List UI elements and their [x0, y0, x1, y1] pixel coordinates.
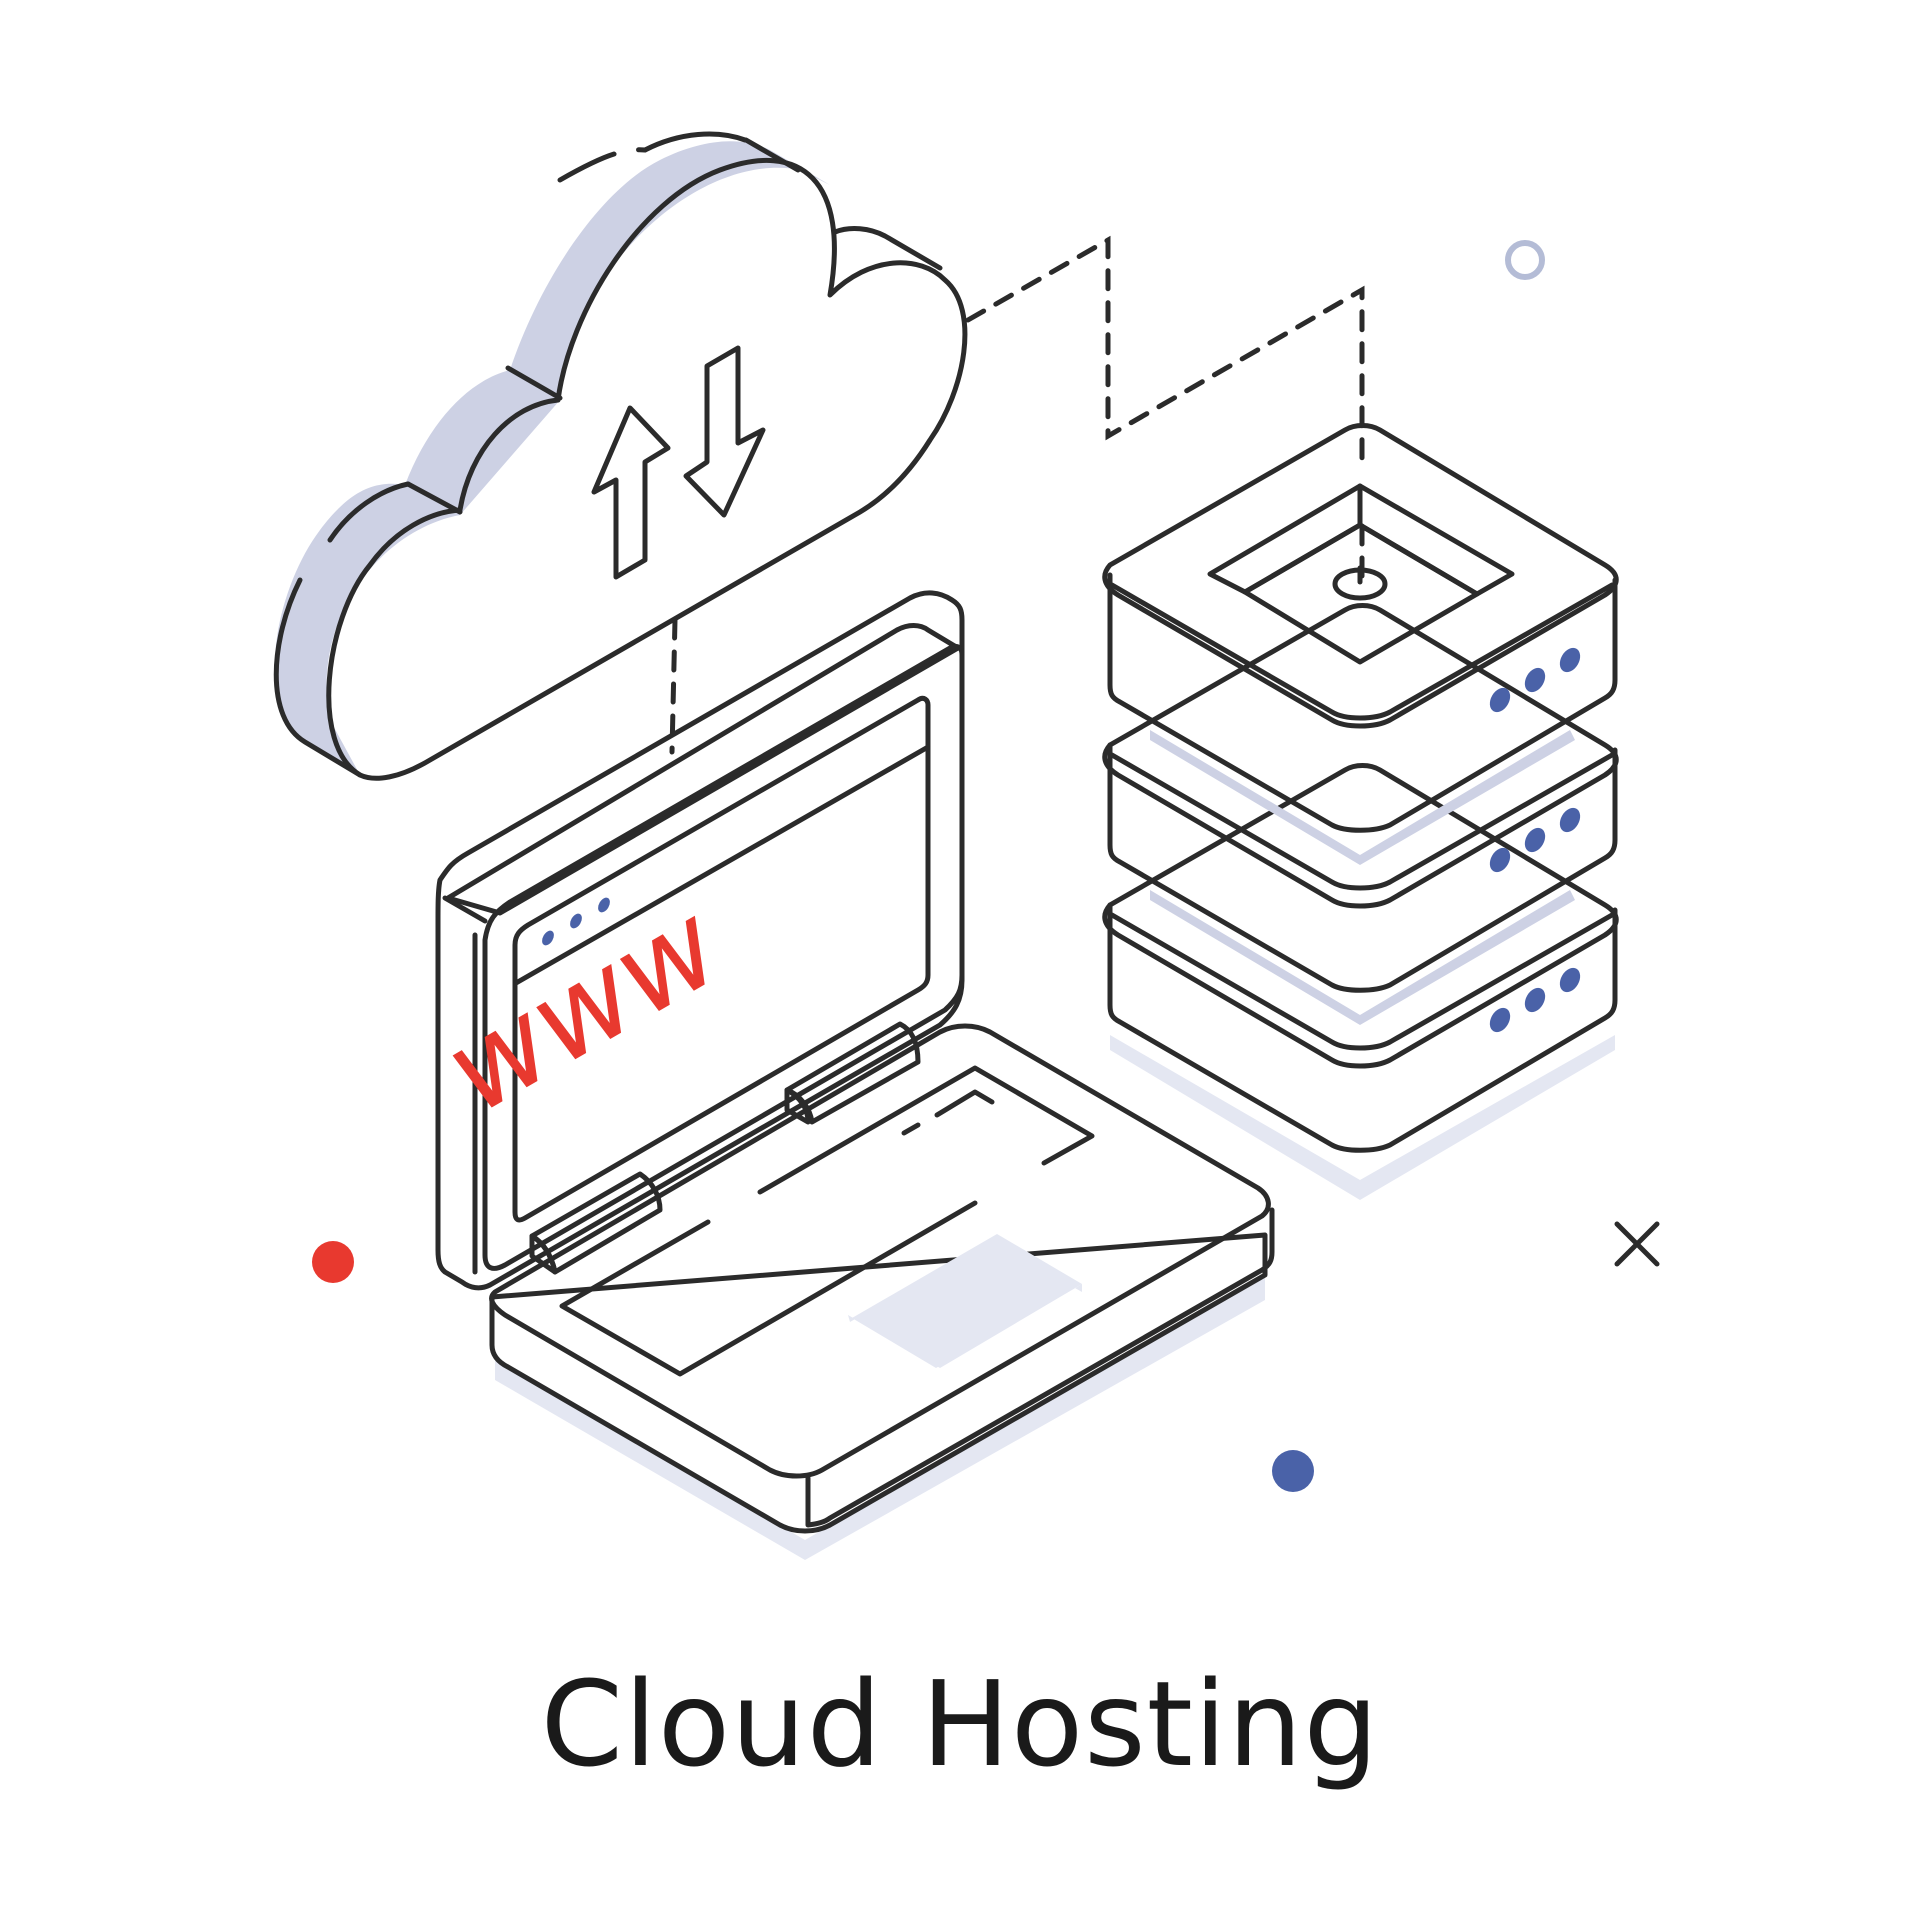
cloud-icon	[273, 131, 968, 781]
download-arrow-icon	[683, 345, 766, 518]
server-unit-bottom	[1102, 763, 1619, 1200]
browser-url-text: www	[431, 871, 734, 1144]
laptop-icon: www	[431, 590, 1275, 1560]
close-x-icon	[1614, 1221, 1660, 1267]
upload-arrow-icon	[591, 405, 671, 580]
server-stack-icon	[1102, 423, 1619, 1200]
decor-blue-dot	[1272, 1450, 1314, 1492]
server-unit-middle	[1102, 603, 1619, 1025]
decor-ring	[1505, 240, 1545, 280]
decor-red-dot	[312, 1241, 354, 1283]
server-unit-top	[1102, 423, 1619, 865]
caption-title: Cloud Hosting	[540, 1655, 1380, 1793]
power-button-icon	[1332, 565, 1388, 601]
